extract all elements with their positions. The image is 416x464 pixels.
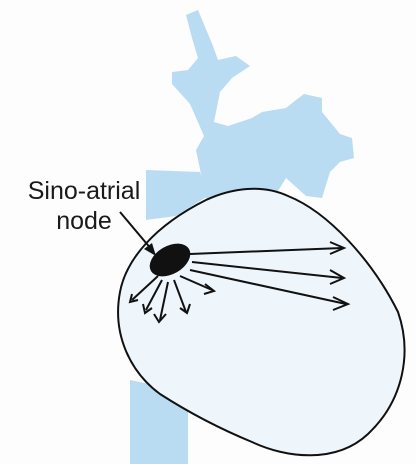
label-line-1: Sino-atrial <box>14 176 154 206</box>
label-line-2: node <box>14 206 154 236</box>
sino-atrial-node-label: Sino-atrial node <box>14 176 154 236</box>
